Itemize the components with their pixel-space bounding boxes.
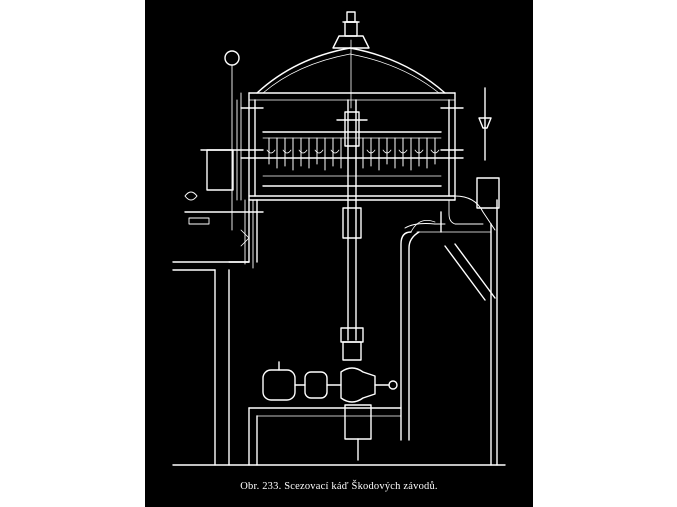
central-shaft [340,99,364,361]
right-downpipe [400,199,498,466]
rake-arms [266,137,440,171]
electric-motor-icon [262,369,296,401]
lauter-tun-drawing [172,11,506,466]
raking-machine [262,111,442,187]
left-column [172,199,258,466]
engraving-plate: Obr. 233. Scezovací káď Škodových závodů… [145,0,533,507]
right-piping [404,87,500,233]
foundation [172,407,506,466]
left-piping [184,50,264,269]
vapor-stack [332,11,370,109]
drive-mechanism [262,361,398,461]
tun-wall [240,92,464,201]
pressure-gauge-icon [224,50,240,66]
gearbox [340,367,376,403]
dome-inner-line [262,53,440,94]
figure-caption: Obr. 233. Scezovací káď Škodových závodů… [240,481,438,492]
